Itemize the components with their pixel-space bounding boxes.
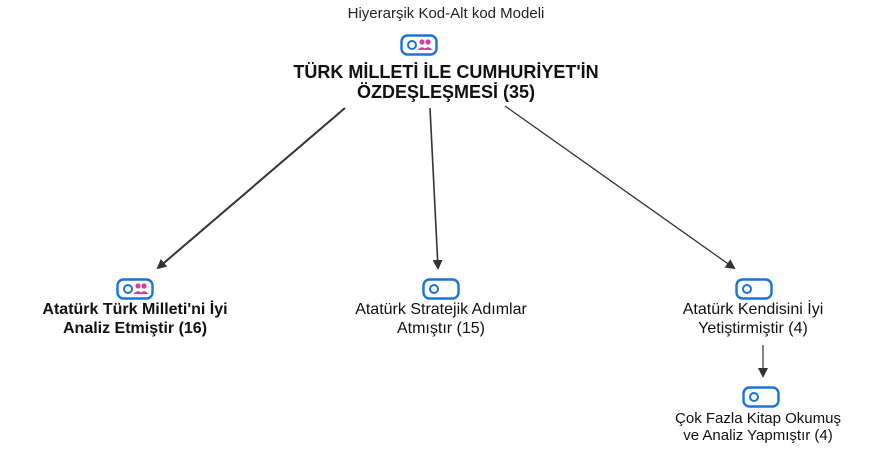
child-node-3-line-2: Yetiştirmiştir (4) [698,320,808,337]
edge-root-to-child-1 [156,107,346,270]
root-node-line-2: ÖZDEŞLEŞMESİ (35) [356,82,536,102]
child-node-2-line-1: Atatürk Stratejik Adımlar [355,301,527,318]
edge-root-to-child-2 [429,107,443,270]
code-icon [735,278,773,300]
child-node-3-label: Atatürk Kendisini İyi Yetiştirmiştir (4) [628,300,878,338]
grandchild-node-label: Çok Fazla Kitap Okumuş ve Analiz Yapmışt… [628,410,888,444]
edge-root-to-child-3 [504,105,736,270]
code-icon [422,278,460,300]
code-with-people-icon [400,34,438,56]
code-icon [742,386,780,408]
child-node-2-label: Atatürk Stratejik Adımlar Atmıştır (15) [296,300,586,338]
grandchild-node-line-1: Çok Fazla Kitap Okumuş [675,410,841,427]
root-node-line-1: TÜRK MİLLETİ İLE CUMHURİYET'İN [293,62,599,82]
grandchild-node-line-2: ve Analiz Yapmıştır (4) [683,427,833,444]
diagram-title: Hiyerarşik Kod-Alt kod Modeli [347,5,545,22]
code-with-people-icon [116,278,154,300]
child-node-2-line-2: Atmıştır (15) [396,320,485,337]
child-node-3-line-1: Atatürk Kendisini İyi [682,301,824,318]
child-node-1-line-1: Atatürk Türk Milleti'ni İyi [42,301,228,318]
root-node-label: TÜRK MİLLETİ İLE CUMHURİYET'İN ÖZDEŞLEŞM… [146,62,746,102]
child-node-1-label: Atatürk Türk Milleti'ni İyi Analiz Etmiş… [10,300,260,338]
child-node-1-line-2: Analiz Etmiştir (16) [62,320,208,337]
